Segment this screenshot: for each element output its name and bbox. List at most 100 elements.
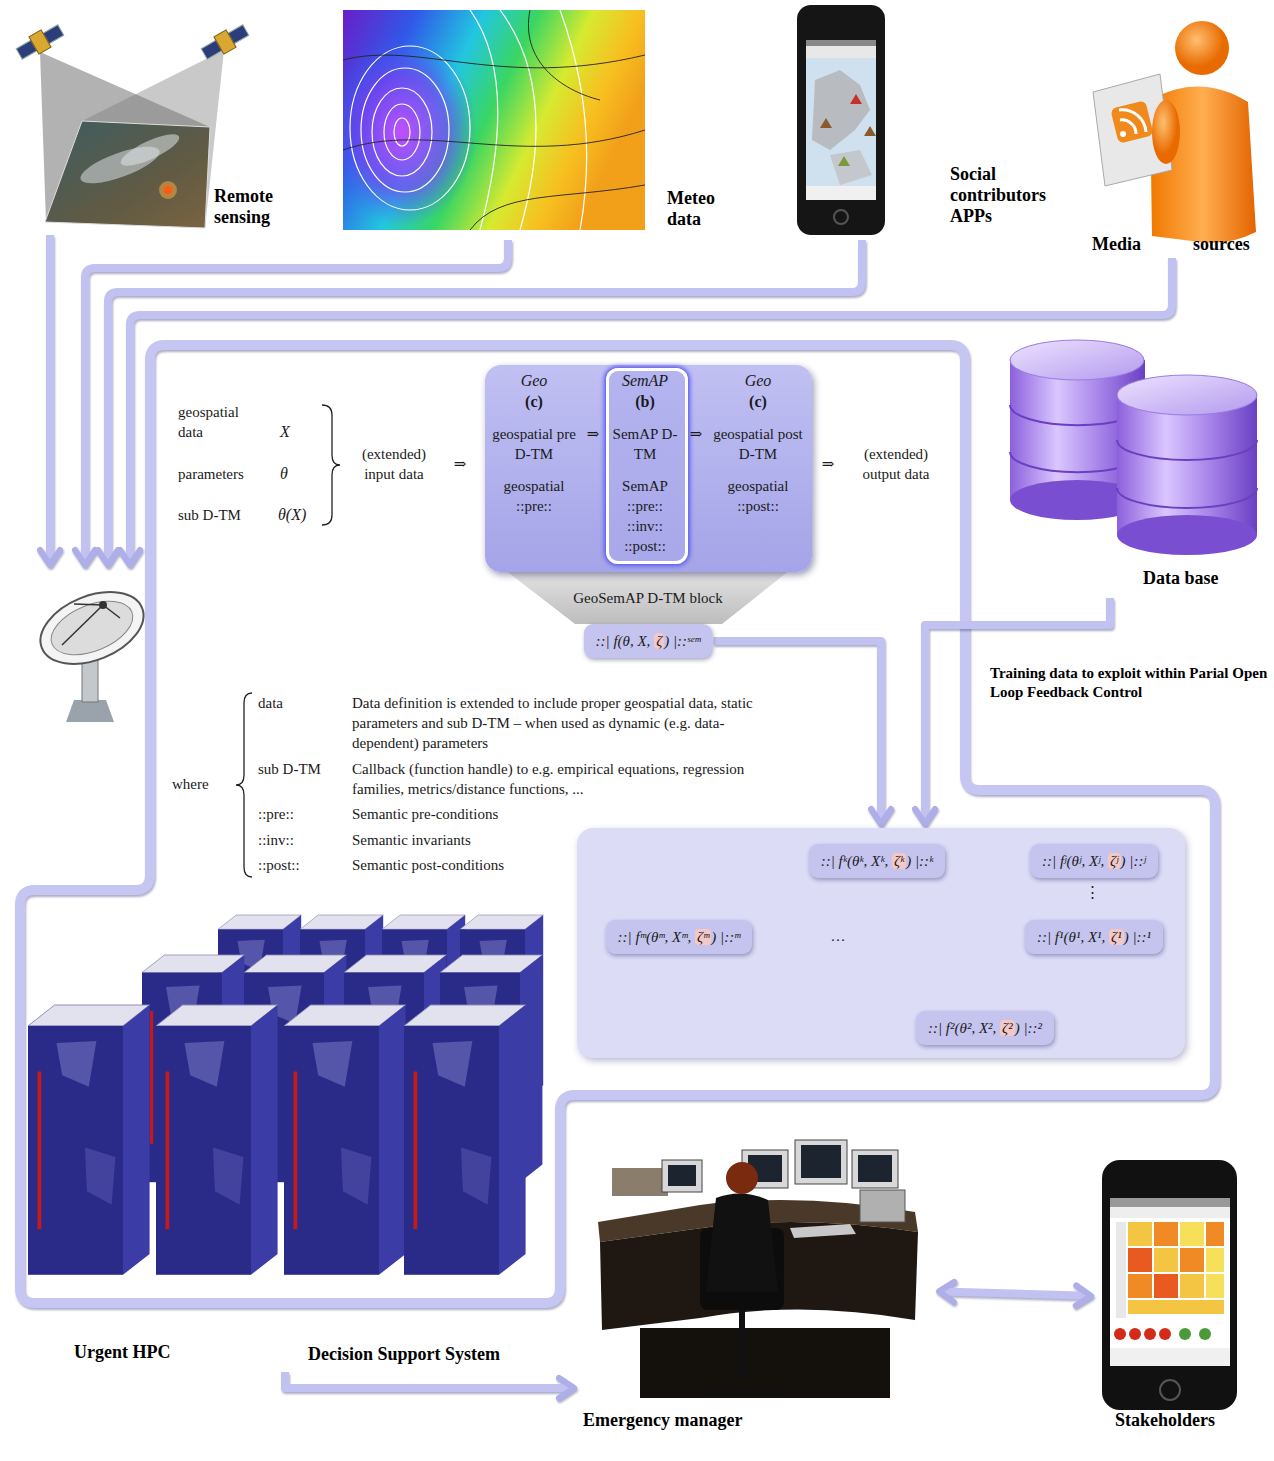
node-text: … — [824, 926, 852, 946]
emergency-manager-illustration — [662, 1160, 702, 1192]
meteo-map — [528, 10, 600, 100]
block-heading: GeoSemAP D-TM block — [538, 588, 758, 608]
formula-part: ) |::¹ — [1124, 929, 1151, 945]
process-annotation: ::pre:: — [258, 804, 348, 824]
node-text: Meteo data — [667, 188, 741, 230]
node-text: geospatial ::post:: — [712, 476, 804, 516]
process-annotation: Callback (function handle) to e.g. empir… — [352, 759, 777, 799]
meteo-map — [372, 88, 432, 176]
formula-part: ::| fᵐ(θᵐ, Xᵐ, — [618, 929, 695, 945]
meteo-map — [343, 130, 645, 150]
node-text: Data base — [1143, 568, 1243, 589]
database-cylinders — [1117, 395, 1257, 535]
social-apps-source: Social contributors APPs — [790, 0, 1080, 240]
node-text: Geo — [490, 371, 578, 391]
stakeholders: Stakeholders — [1095, 1155, 1260, 1442]
stakeholder-phone — [1180, 1222, 1204, 1246]
process-annotation: sub D-TM — [178, 505, 278, 525]
process-annotation: ⇒ — [450, 454, 470, 474]
stakeholder-phone — [1110, 1348, 1230, 1366]
formula-part: ) |::² — [1015, 1020, 1042, 1036]
satellite-dish — [30, 578, 154, 678]
formula-part: ::| f¹(θ¹, X¹, — [1037, 929, 1109, 945]
emergency-manager-illustration — [852, 1150, 898, 1188]
process-annotation: Semantic pre-conditions — [352, 804, 652, 824]
stakeholder-phone — [1154, 1248, 1178, 1272]
highlighted-symbol: ζ² — [1000, 1020, 1015, 1036]
meteo-map — [384, 104, 420, 160]
satellite-dish — [44, 591, 141, 666]
node-text: geospatial pre D-TM — [490, 424, 578, 464]
node-text: Remote sensing — [214, 186, 306, 228]
stakeholder-phone — [1116, 1222, 1126, 1318]
node-text: Social contributors APPs — [950, 164, 1072, 227]
hpc-servers — [28, 915, 543, 1275]
function-node: ::| fᵏ(θᵏ, Xᵏ, ζᵏ) |::ᵏ — [809, 844, 946, 878]
semap-box: SemAP(b)SemAP D-TMSemAP ::pre:: ::inv:: … — [606, 368, 688, 564]
node-text: Stakeholders — [1115, 1410, 1245, 1431]
process-annotation: parameters — [178, 464, 278, 484]
node-text: (c) — [490, 392, 578, 412]
stakeholder-phone — [1199, 1328, 1211, 1340]
stakeholder-phone — [1128, 1274, 1152, 1298]
meteo-map — [350, 10, 587, 230]
social-app-phone — [834, 210, 848, 224]
meteo-map — [560, 10, 587, 230]
stakeholder-phone — [1110, 1198, 1230, 1207]
node-text: Urgent HPC — [74, 1342, 204, 1363]
meteo-map — [470, 10, 498, 230]
source-feed-lines — [46, 235, 54, 562]
remote-sensing-illustration — [29, 30, 51, 54]
process-annotation: ⇒ — [818, 454, 838, 474]
node-text: ⇒ — [583, 424, 603, 444]
social-app-phone — [806, 40, 876, 200]
social-app-phone — [850, 94, 862, 104]
remote-sensing-illustration — [214, 30, 236, 54]
meteo-map — [394, 118, 410, 146]
stakeholder-phone — [1128, 1222, 1152, 1246]
social-app-phone — [864, 126, 876, 136]
process-annotation: θ — [280, 464, 300, 484]
remote-sensing-illustration — [14, 21, 66, 62]
formula-part: ::| f(θ, X, — [596, 633, 655, 649]
social-app-phone — [806, 186, 876, 200]
process-annotation: where — [172, 774, 232, 794]
media-figure — [1175, 21, 1229, 75]
node-text: Geo — [712, 371, 804, 391]
stakeholder-phone — [1180, 1248, 1204, 1272]
node-text: geospatial ::pre:: — [490, 476, 578, 516]
emergency-manager-illustration — [860, 1190, 905, 1222]
formula-text: ::| f¹(θ¹, X¹, ζ¹) |::¹ — [1037, 927, 1151, 947]
meteo-map — [350, 46, 470, 210]
node-text: geospatial post D-TM — [712, 424, 804, 464]
emergency-manager-illustration — [598, 1140, 918, 1398]
connector-label: Decision Support System — [308, 1344, 543, 1365]
formula-part: ::| fʲ(θʲ, Xʲ, — [1042, 853, 1108, 869]
emergency-manager-illustration — [858, 1155, 892, 1182]
media-source: Mediasources — [1082, 5, 1274, 263]
highlighted-symbol: ζᵏ — [892, 853, 906, 869]
node-text: (c) — [712, 392, 804, 412]
flow-arrow — [942, 1292, 1088, 1296]
remote-sensing-source: Remote sensing — [5, 5, 314, 245]
hpc-servers — [28, 1005, 150, 1275]
function-node: ::| fʲ(θʲ, Xʲ, ζʲ) |::ʲ — [1030, 844, 1158, 878]
social-app-phone — [797, 5, 885, 235]
stakeholder-phone — [1159, 1328, 1171, 1340]
formula-part: ) |::ᵐ — [711, 929, 740, 945]
formula-part: ) |::ʲ — [1121, 853, 1146, 869]
social-app-phone — [812, 70, 870, 150]
stakeholder-phone — [1110, 1198, 1230, 1366]
process-annotation: ::inv:: — [258, 830, 348, 850]
process-annotation: ::post:: — [258, 855, 348, 875]
formula-text: ::| fʲ(θʲ, Xʲ, ζʲ) |::ʲ — [1042, 851, 1146, 871]
stakeholder-phone — [1206, 1274, 1224, 1298]
node-text: Emergency manager — [583, 1410, 793, 1431]
media-figure — [1119, 110, 1146, 132]
system-band — [20, 345, 1215, 1303]
meteo-map — [343, 10, 645, 230]
media-figure — [1120, 131, 1126, 137]
geosemap-block: Geo(c)geospatial pre D-TMgeospatial ::pr… — [485, 365, 812, 572]
process-annotation: (extended) output data — [848, 444, 944, 484]
